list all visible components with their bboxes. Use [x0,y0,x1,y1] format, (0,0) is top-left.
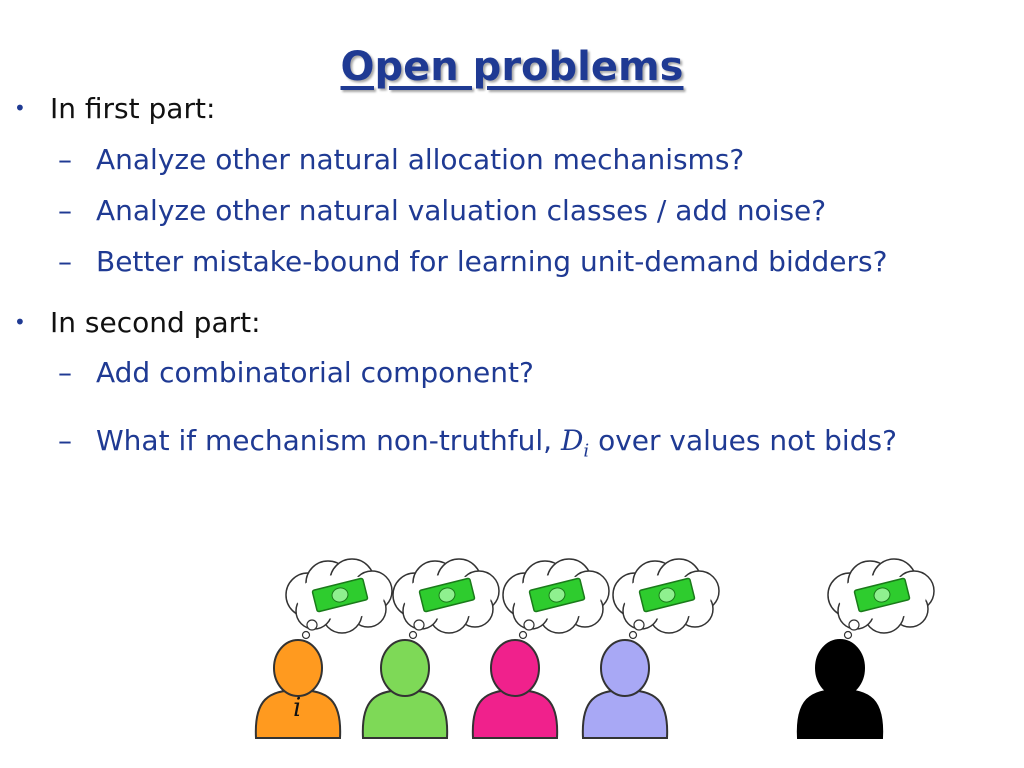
money-bill-icon [311,577,369,613]
money-bill-icon [853,577,911,613]
bidder: i [254,558,393,739]
list-item: Better mistake-bound for learning unit-d… [96,245,888,278]
thought-bubble-icon [827,558,935,640]
section-heading: In second part: [50,306,261,339]
bidder [581,558,720,739]
slide-title: Open problems [340,44,684,90]
list-item: Analyze other natural allocation mechani… [96,143,745,176]
bidder [361,558,500,739]
person-icon: i [254,639,342,739]
thought-bubble-icon [502,558,610,640]
math-variable: Di [560,424,590,462]
dash-icon: – [58,356,72,389]
item-text-before: What if mechanism non-truthful, [96,424,561,457]
dash-icon: – [58,143,72,176]
money-bill-icon [638,577,696,613]
person-icon [471,639,559,739]
bullet-icon: • [14,96,26,120]
dash-icon: – [58,245,72,278]
bidder [471,558,610,739]
thought-bubble-icon [612,558,720,640]
item-text-after: over values not bids? [589,424,897,457]
thought-bubble-icon [285,558,393,640]
money-bill-icon [418,577,476,613]
person-icon [796,639,884,739]
person-icon [581,639,669,739]
section-heading: In first part: [50,92,216,125]
list-item: Analyze other natural valuation classes … [96,194,827,227]
person-label: i [293,693,301,723]
list-item: Add combinatorial component? [96,356,534,389]
list-item: What if mechanism non-truthful, Di over … [96,424,897,462]
person-icon [361,639,449,739]
dash-icon: – [58,424,72,457]
money-bill-icon [528,577,586,613]
bullet-icon: • [14,310,26,334]
thought-bubble-icon [392,558,500,640]
dash-icon: – [58,194,72,227]
bidder [796,558,935,739]
